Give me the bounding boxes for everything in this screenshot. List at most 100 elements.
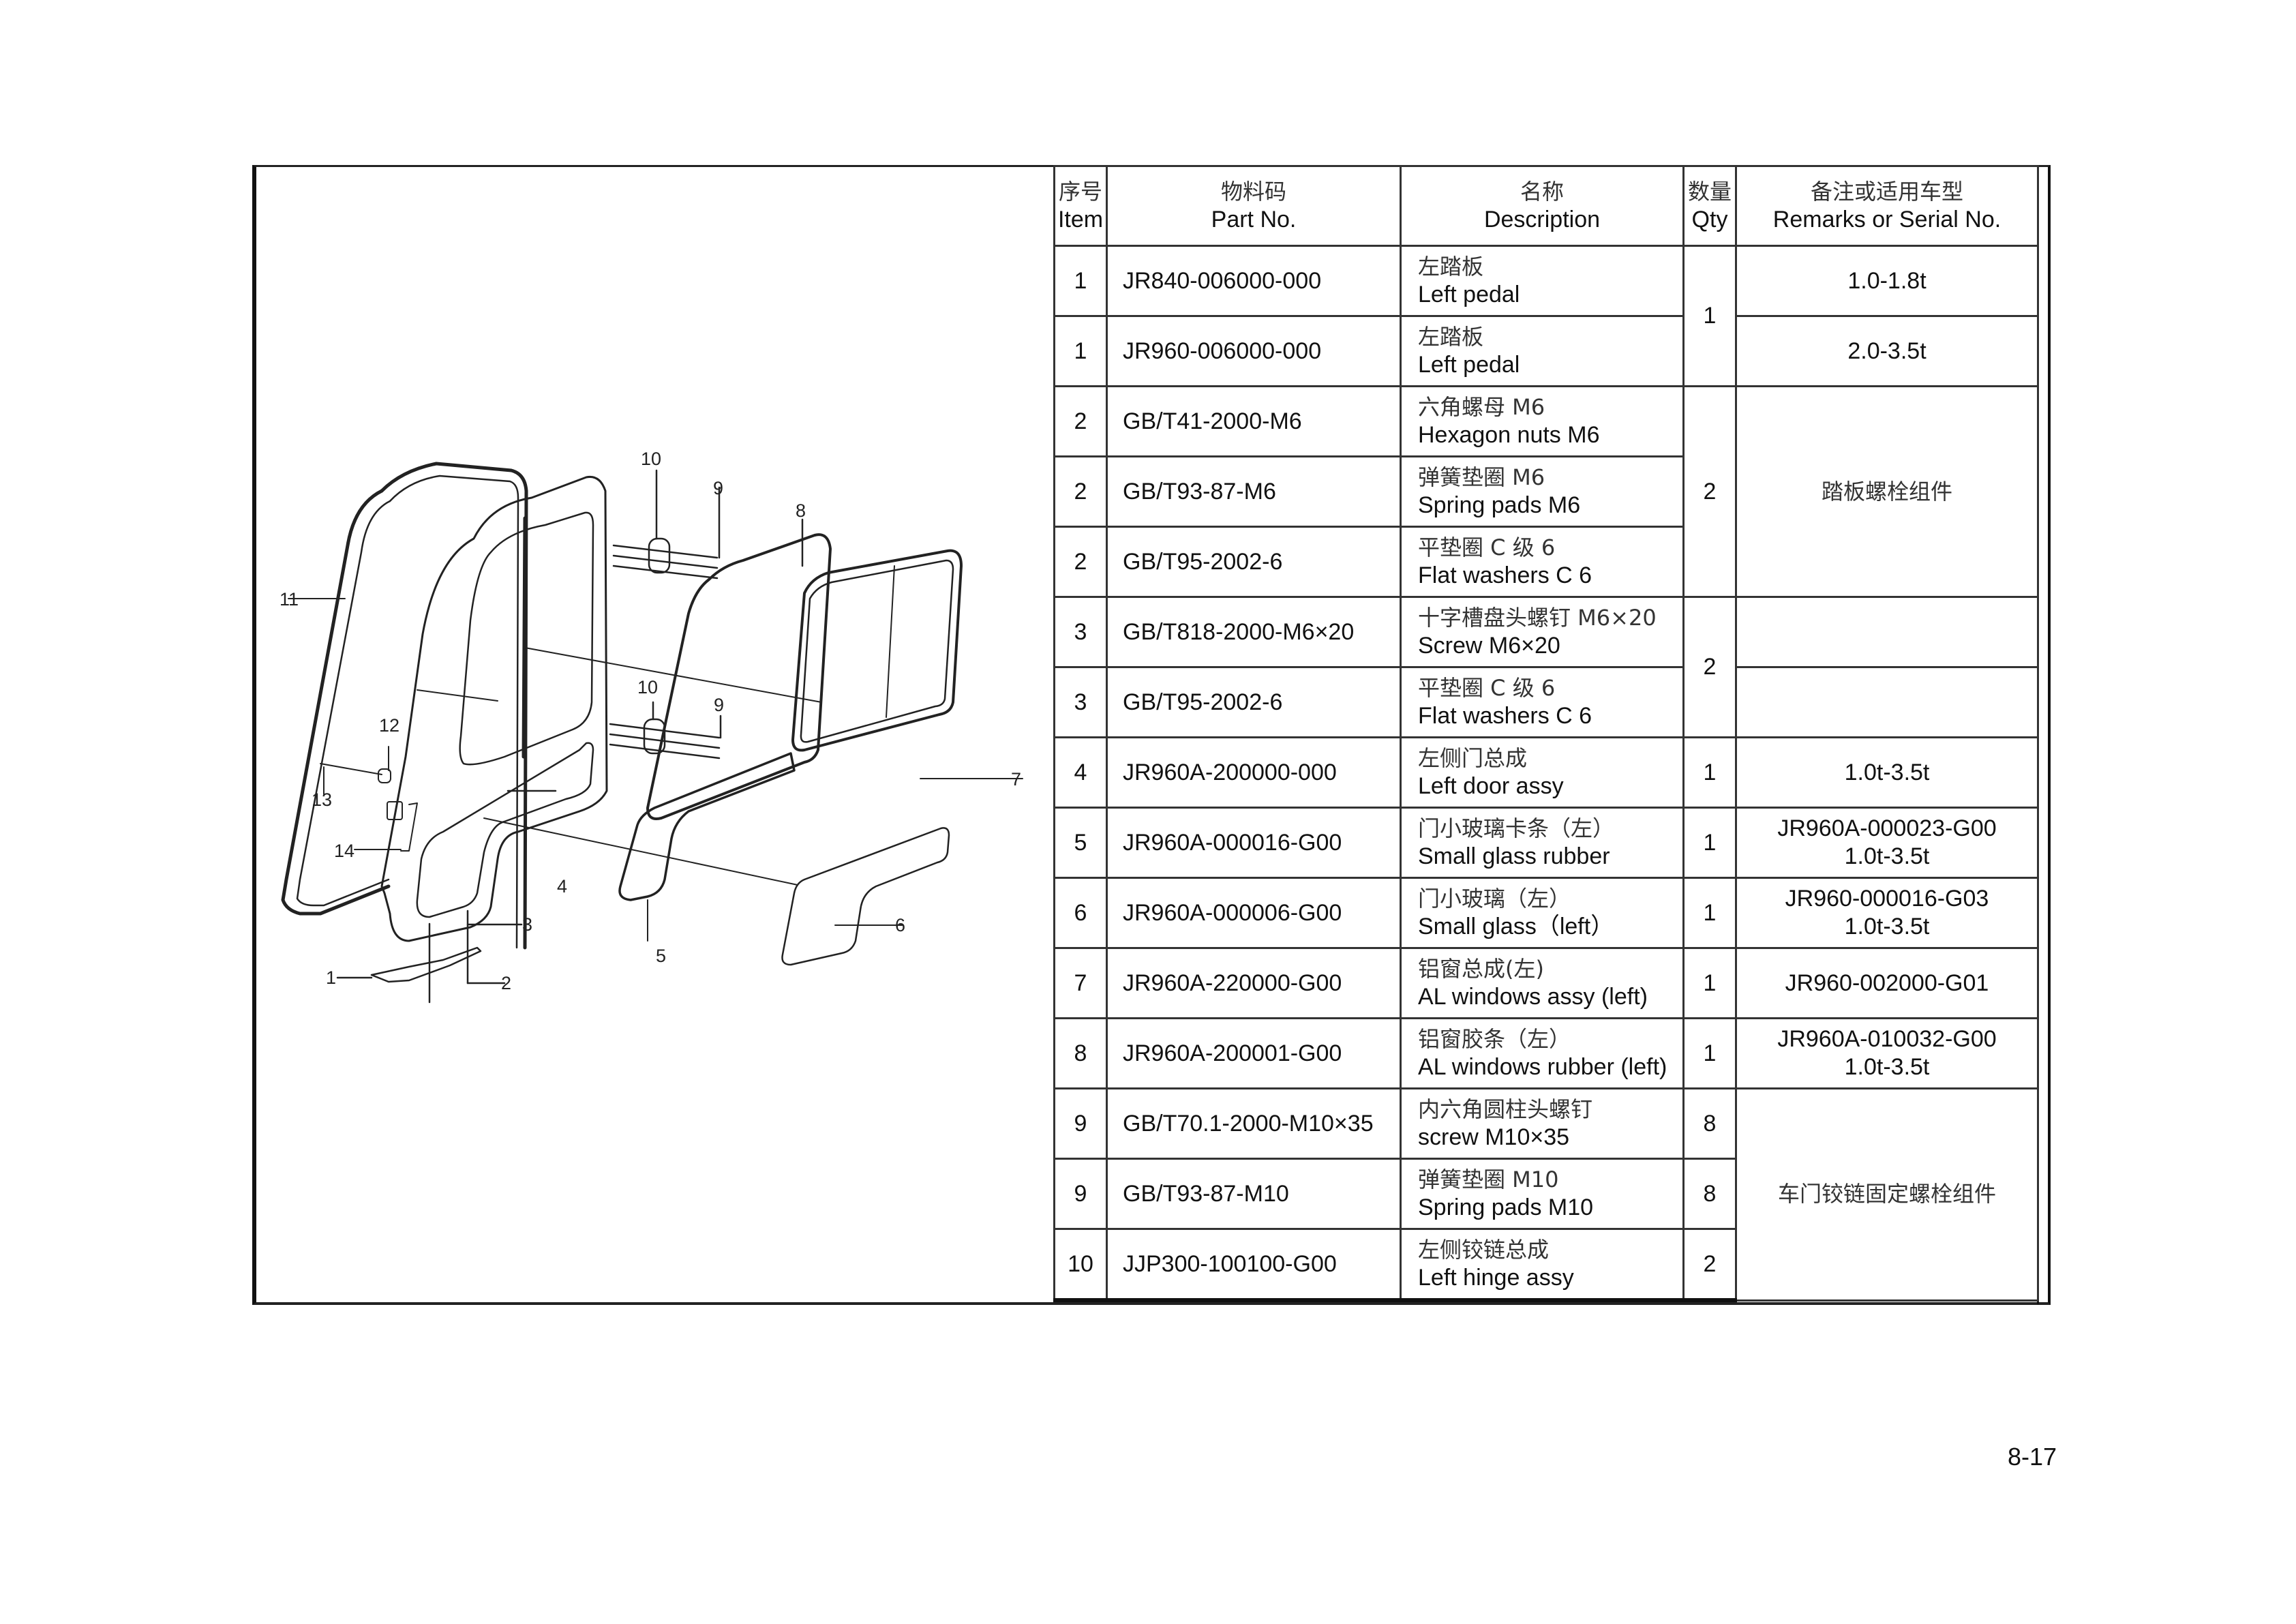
- callout-3: 3: [522, 914, 532, 935]
- frame-double-line: [2037, 167, 2039, 1304]
- hinge-part-10-lower: [609, 701, 722, 760]
- remarks-cell: [1735, 666, 2039, 738]
- part-no-cell: GB/T93-87-M10: [1106, 1158, 1402, 1230]
- item-cell: 9: [1053, 1158, 1108, 1230]
- item-cell: 7: [1053, 947, 1108, 1019]
- callout-9-upper: 9: [713, 478, 723, 498]
- part-no-cell: JR840-006000-000: [1106, 245, 1402, 317]
- callout-10-upper: 10: [641, 449, 661, 469]
- item-cell: 5: [1053, 807, 1108, 879]
- item-cell: 3: [1053, 596, 1108, 668]
- part-no-cell: GB/T93-87-M6: [1106, 455, 1402, 528]
- callout-1: 1: [326, 967, 336, 988]
- qty-cell: 2: [1682, 1228, 1737, 1302]
- small-parts-12-13-14: [288, 598, 418, 852]
- table-row: 6 JR960A-000006-G00 门小玻璃（左）Small glass（l…: [1053, 877, 2039, 949]
- callout-6: 6: [895, 915, 905, 935]
- callout-7: 7: [1011, 769, 1021, 790]
- item-cell: 2: [1053, 385, 1108, 457]
- item-cell: 8: [1053, 1017, 1108, 1089]
- remarks-cell: 1.0t-3.5t: [1735, 736, 2039, 809]
- small-glass-rubber-part-5: [618, 752, 796, 942]
- small-glass-part-6: [781, 827, 950, 966]
- qty-cell: 8: [1682, 1158, 1737, 1230]
- item-cell: 10: [1053, 1228, 1108, 1302]
- part-no-cell: JR960-006000-000: [1106, 315, 1402, 387]
- item-cell: 1: [1053, 315, 1108, 387]
- description-cell: 铝窗胶条（左）AL windows rubber (left): [1400, 1017, 1685, 1089]
- part-no-cell: JR960A-000016-G00: [1106, 807, 1402, 879]
- callout-13: 13: [312, 790, 332, 810]
- item-cell: 2: [1053, 526, 1108, 598]
- qty-cell: 2: [1682, 596, 1737, 738]
- hinge-part-10-upper: [612, 469, 804, 580]
- qty-cell: 1: [1682, 736, 1737, 809]
- part-no-cell: GB/T818-2000-M6×20: [1106, 596, 1402, 668]
- part-no-cell: JJP300-100100-G00: [1106, 1228, 1402, 1302]
- callout-11: 11: [280, 589, 299, 610]
- table-row: 7 JR960A-220000-G00 铝窗总成(左)AL windows as…: [1053, 947, 2039, 1019]
- door-seal-part-11: [281, 462, 528, 950]
- callout-9-lower: 9: [714, 695, 724, 715]
- table-row: 8 JR960A-200001-G00 铝窗胶条（左）AL windows ru…: [1053, 1017, 2039, 1089]
- item-cell: 9: [1053, 1087, 1108, 1160]
- qty-cell: 2: [1682, 385, 1737, 598]
- callout-2: 2: [501, 973, 511, 993]
- part-no-cell: GB/T41-2000-M6: [1106, 385, 1402, 457]
- table-row: 5 JR960A-000016-G00 门小玻璃卡条（左）Small glass…: [1053, 807, 2039, 879]
- item-cell: 2: [1053, 455, 1108, 528]
- item-cell: 4: [1053, 736, 1108, 809]
- qty-cell: 8: [1682, 1087, 1737, 1160]
- callout-10-lower: 10: [637, 677, 658, 697]
- part-no-cell: GB/T95-2002-6: [1106, 666, 1402, 738]
- remarks-cell: 踏板螺栓组件: [1735, 385, 2039, 598]
- item-cell: 1: [1053, 245, 1108, 317]
- callout-8: 8: [796, 500, 806, 521]
- callout-14: 14: [334, 841, 354, 861]
- callout-5: 5: [656, 946, 666, 966]
- item-cell: 6: [1053, 877, 1108, 949]
- description-cell: 门小玻璃（左）Small glass（left）: [1400, 877, 1685, 949]
- item-cell: 3: [1053, 666, 1108, 738]
- remarks-cell: 1.0-1.8t: [1735, 245, 2039, 317]
- description-cell: 铝窗总成(左)AL windows assy (left): [1400, 947, 1685, 1019]
- al-window-part-7: [791, 549, 1023, 779]
- leader-lines: [417, 647, 822, 886]
- part-no-cell: GB/T70.1-2000-M10×35: [1106, 1087, 1402, 1160]
- remarks-cell: JR960-002000-G01: [1735, 947, 2039, 1019]
- door-frame-part-4: [380, 475, 608, 942]
- qty-cell: 1: [1682, 1017, 1737, 1089]
- callout-4: 4: [557, 876, 567, 897]
- part-no-cell: JR960A-200001-G00: [1106, 1017, 1402, 1089]
- part-no-cell: JR960A-220000-G00: [1106, 947, 1402, 1019]
- description-cell: 门小玻璃卡条（左）Small glass rubber: [1400, 807, 1685, 879]
- exploded-view-diagram: 1 2 3 4 5 6 7 8 9 9 10 10 11 12 13 14: [256, 168, 1053, 1304]
- remarks-cell: 2.0-3.5t: [1735, 315, 2039, 387]
